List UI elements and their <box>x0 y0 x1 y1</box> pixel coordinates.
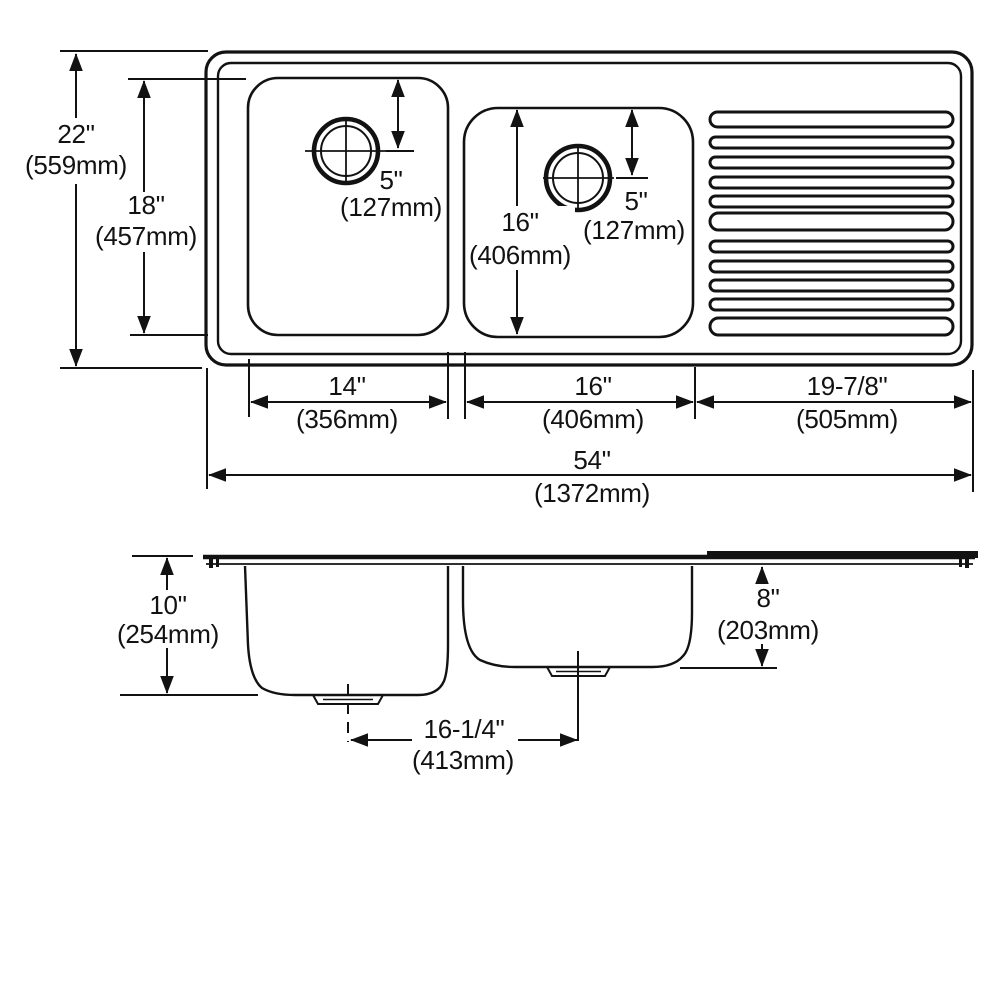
dim-left-bowl-depth-in: 10" <box>149 590 186 620</box>
drainboard-rib <box>708 211 955 232</box>
drainboard-rib <box>708 239 955 254</box>
dim-drain-spacing-in: 16-1/4" <box>424 714 505 744</box>
drainboard-rib <box>708 316 955 337</box>
dim-bowl-depth-in: 18" <box>127 190 164 220</box>
dim-right-drain-offset-in: 5" <box>624 186 647 216</box>
dim-drain-spacing-mm: (413mm) <box>412 745 514 775</box>
right-drain <box>543 143 614 213</box>
sink-inner-rim <box>216 61 963 356</box>
mounting-clip-left <box>209 559 219 568</box>
drainboard <box>708 110 955 337</box>
top-view <box>204 50 974 367</box>
sink-outer-edge <box>204 50 974 367</box>
left-drain <box>305 116 387 186</box>
dim-right-bowl-width-in: 16" <box>574 371 611 401</box>
dim-overall-depth-in: 22" <box>57 119 94 149</box>
dimension-labels: 22" (559mm) 18" (457mm) 5" (127mm) 16" (… <box>25 119 898 775</box>
dim-drainboard-width-in: 19-7/8" <box>807 371 888 401</box>
left-bowl <box>246 76 450 337</box>
dim-left-drain-offset-in: 5" <box>379 165 402 195</box>
mounting-clip-right <box>959 559 969 568</box>
label-masks <box>22 118 824 776</box>
dim-left-drain-offset-mm: (127mm) <box>340 192 442 222</box>
dim-overall-width-in: 54" <box>573 445 610 475</box>
dim-right-drain-offset-mm: (127mm) <box>583 215 685 245</box>
left-bowl-profile <box>243 565 450 697</box>
dim-right-bowl-width-mm: (406mm) <box>542 404 644 434</box>
drainboard-rib <box>708 194 955 209</box>
dim-right-bowl-depth-in: 16" <box>501 207 538 237</box>
drainboard-rib <box>708 175 955 190</box>
drainboard-rib <box>708 110 955 129</box>
drainboard-rib <box>708 135 955 150</box>
dim-right-bowl-depth-mm: (406mm) <box>469 240 571 270</box>
right-bowl-profile <box>461 566 694 669</box>
drainboard-rib <box>708 278 955 293</box>
dim-right-bowl-depth-in: 8" <box>756 583 779 613</box>
dim-left-bowl-width-in: 14" <box>328 371 365 401</box>
drainboard-rib <box>708 155 955 170</box>
drainboard-rib <box>708 259 955 274</box>
drainboard-rib <box>708 297 955 312</box>
dim-left-bowl-depth-mm: (254mm) <box>117 619 219 649</box>
left-bowl-drain-profile <box>312 694 384 705</box>
dim-overall-width-mm: (1372mm) <box>534 478 650 508</box>
extension-lines <box>60 50 974 696</box>
dim-overall-depth-mm: (559mm) <box>25 150 127 180</box>
side-view <box>203 551 978 742</box>
dim-left-bowl-width-mm: (356mm) <box>296 404 398 434</box>
dim-right-bowl-depth-mm: (203mm) <box>717 615 819 645</box>
dim-bowl-depth-mm: (457mm) <box>95 221 197 251</box>
right-bowl <box>462 106 695 339</box>
drainboard-profile <box>707 551 978 558</box>
dim-drainboard-width-mm: (505mm) <box>796 404 898 434</box>
